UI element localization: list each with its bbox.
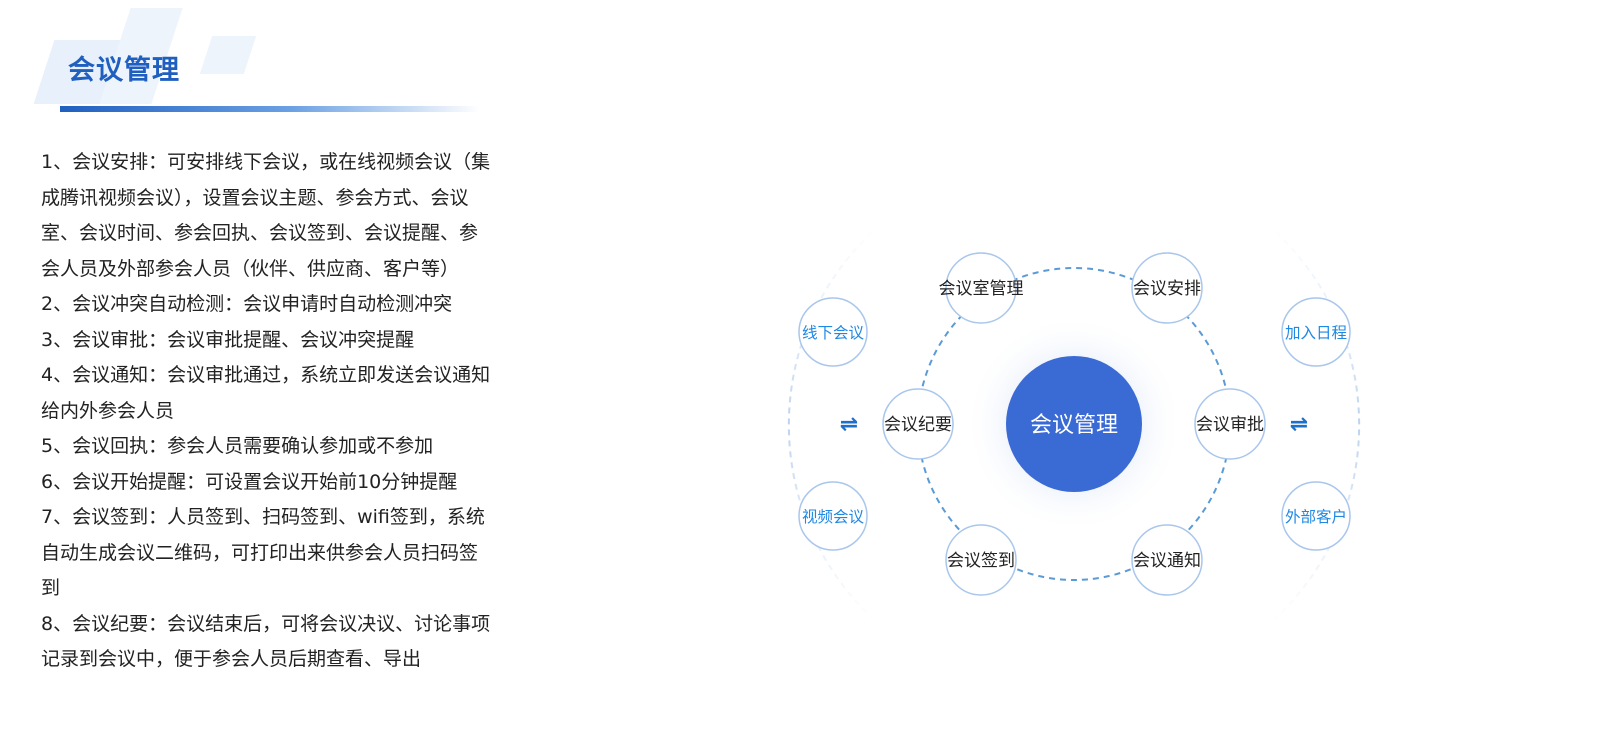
- list-item: 2、会议冲突自动检测：会议申请时自动检测冲突: [41, 293, 453, 315]
- outer-node-label: 外部客户: [1285, 508, 1347, 526]
- inner-node-label: 会议纪要: [884, 415, 952, 435]
- outer-arc-left: [787, 224, 881, 626]
- list-item: 8、会议纪要：会议结束后，可将会议决议、讨论事项记录到会议中，便于参会人员后期查…: [41, 612, 491, 671]
- inner-node-label: 会议审批: [1196, 415, 1264, 435]
- inner-node-notify: 会议通知: [1131, 524, 1203, 596]
- list-item: 3、会议审批：会议审批提醒、会议冲突提醒: [41, 328, 415, 351]
- title-underline: [60, 106, 480, 112]
- list-item: 6、会议开始提醒：可设置会议开始前10分钟提醒: [41, 470, 458, 493]
- inner-node-approve: 会议审批: [1194, 388, 1266, 460]
- outer-node-add-schedule: 加入日程: [1281, 297, 1351, 367]
- inner-node-minutes: 会议纪要: [882, 388, 954, 460]
- page-title: 会议管理: [68, 55, 180, 86]
- inner-node-meeting-room: 会议室管理: [939, 252, 1024, 324]
- outer-node-label: 加入日程: [1285, 324, 1347, 342]
- list-item: 7、会议签到：人员签到、扫码签到、wifi签到，系统自动生成会议二维码，可打印出…: [41, 506, 485, 599]
- list-item: 5、会议回执：参会人员需要确认参加或不参加: [41, 435, 434, 457]
- outer-arc-right: [1267, 224, 1361, 626]
- inner-node-label: 会议安排: [1133, 279, 1201, 299]
- inner-node-arrange: 会议安排: [1131, 252, 1203, 324]
- outer-node-label: 视频会议: [802, 508, 865, 526]
- list-item: 4、会议通知：会议审批通过，系统立即发送会议通知给内外参会人员: [41, 364, 491, 422]
- list-item: 1、会议安排：可安排线下会议，或在线视频会议（集成腾讯视频会议），设置会议主题、…: [41, 151, 491, 280]
- outer-node-label: 线下会议: [802, 324, 865, 342]
- inner-node-label: 会议通知: [1133, 551, 1201, 571]
- feature-list: 1、会议安排：可安排线下会议，或在线视频会议（集成腾讯视频会议），设置会议主题、…: [41, 145, 496, 678]
- inner-node-label: 会议室管理: [939, 279, 1024, 299]
- exchange-arrow-right-icon: ⇌: [1290, 412, 1308, 437]
- outer-node-offline-meeting: 线下会议: [798, 297, 868, 367]
- center-node: [1006, 356, 1142, 492]
- inner-node-signin: 会议签到: [945, 524, 1017, 596]
- outer-node-external-client: 外部客户: [1281, 481, 1351, 551]
- outer-node-video-meeting: 视频会议: [798, 481, 868, 551]
- inner-node-label: 会议签到: [947, 551, 1015, 571]
- exchange-arrow-left-icon: ⇌: [840, 412, 858, 437]
- center-node-label: 会议管理: [1030, 413, 1118, 438]
